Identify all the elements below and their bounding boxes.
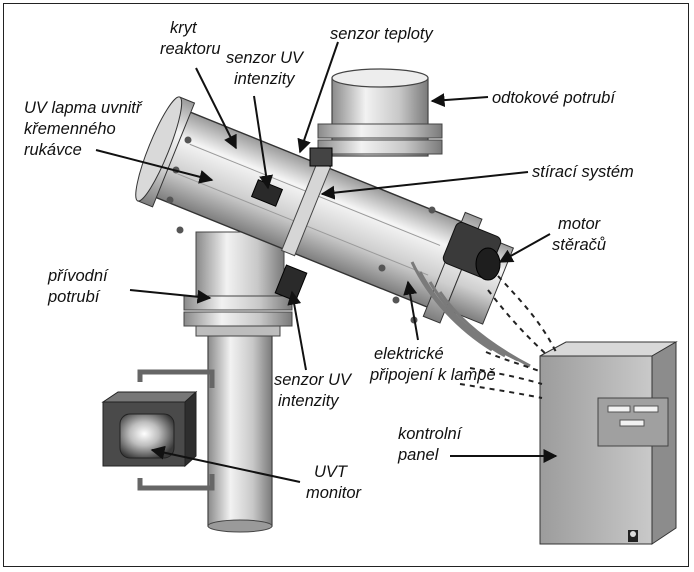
label-uvt-monitor: UVT monitor xyxy=(306,463,362,502)
signal-wires xyxy=(459,275,557,399)
control-panel xyxy=(539,341,678,545)
arrow-uvt-monitor xyxy=(150,445,301,483)
label-privodni-potrubi: přívodní potrubí xyxy=(48,267,108,306)
label-odtokove-potrubi: odtokové potrubí xyxy=(492,89,615,107)
label-senzor-uv-top: senzor UV intenzity xyxy=(226,49,304,88)
arrow-kryt-reaktoru xyxy=(195,67,237,150)
arrow-uv-lampa xyxy=(95,149,214,184)
wiper-motor xyxy=(442,221,502,281)
uvt-monitor xyxy=(101,369,215,491)
arrow-senzor-uv-bottom xyxy=(287,290,307,371)
lamp-cables xyxy=(410,261,531,368)
arrow-motor-stracu xyxy=(498,233,551,263)
arrow-privodni-potrubi xyxy=(129,289,212,304)
label-motor-stracu: motor stěračů xyxy=(552,215,607,254)
inlet-pipe xyxy=(183,231,293,533)
label-senzor-uv-bottom: senzor UV intenzity xyxy=(274,371,352,410)
leader-arrows xyxy=(95,41,558,483)
arrow-elektricke-pripojeni xyxy=(403,280,419,341)
temperature-sensor xyxy=(309,147,333,167)
label-uv-lampa: UV lapma uvnitř křemenného rukávce xyxy=(24,99,142,159)
arrow-senzor-uv-top xyxy=(253,95,274,190)
outlet-pipe xyxy=(317,68,443,157)
label-kryt-reaktoru: kryt reaktoru xyxy=(160,19,221,58)
label-stiraci-system: stírací systém xyxy=(532,163,634,181)
arrow-odtokove-potrubi xyxy=(430,93,489,108)
arrow-stiraci-system xyxy=(320,171,529,200)
label-kontrolni-panel: kontrolní panel xyxy=(398,425,462,464)
arrow-senzor-teploty xyxy=(297,41,339,154)
label-elektricke-pripojeni: elektrické připojení k lampě xyxy=(370,345,496,384)
label-senzor-teploty: senzor teploty xyxy=(330,25,433,43)
